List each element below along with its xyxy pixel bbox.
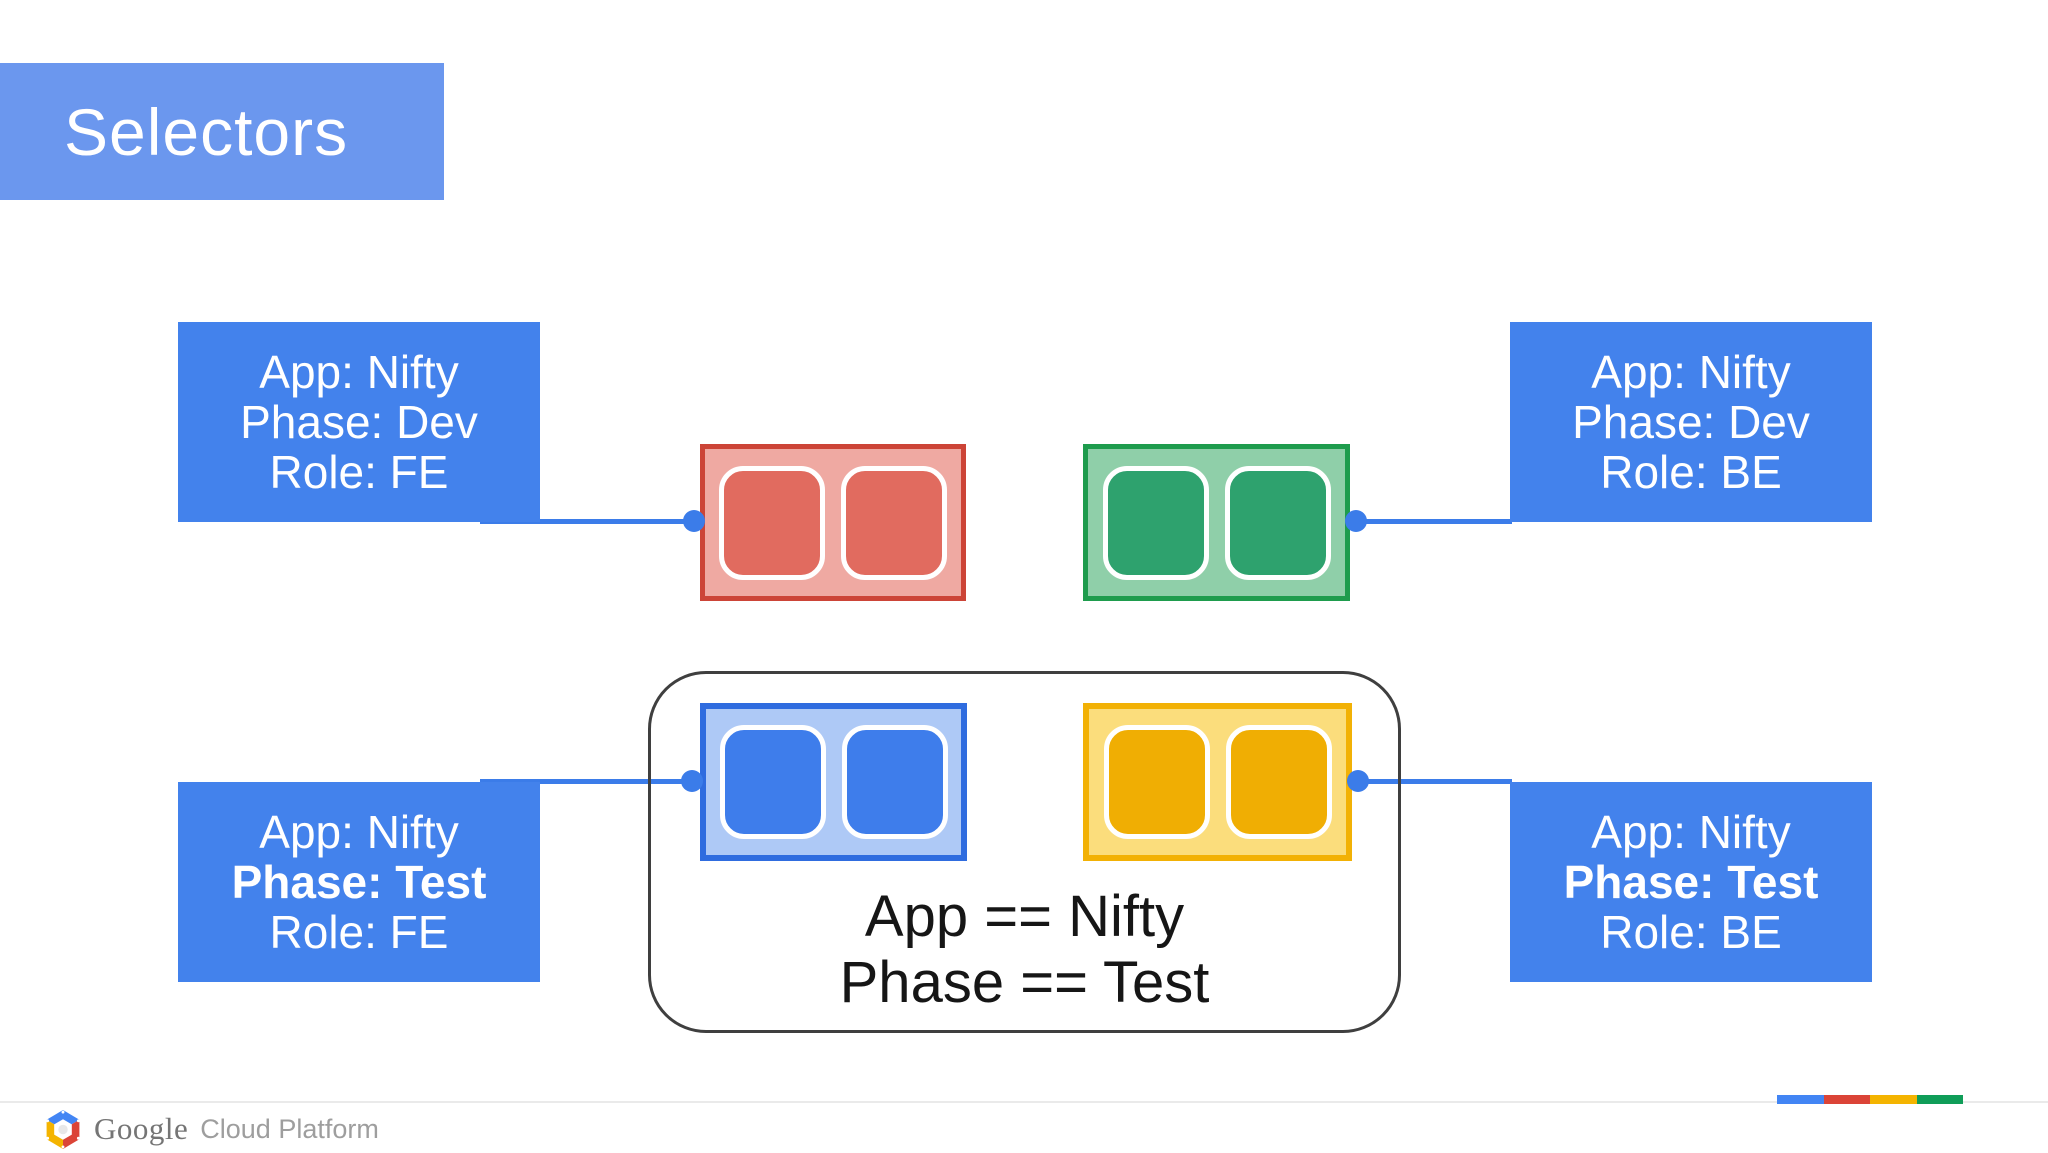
connector-dot: [681, 770, 703, 792]
label-line: Role: FE: [269, 446, 449, 498]
connector-line-test-fe: [480, 779, 693, 784]
pod-test-fe: [700, 703, 967, 861]
page-title: Selectors: [0, 63, 444, 200]
selector-expression-line: Phase == Test: [839, 950, 1210, 1015]
container-box: [1103, 725, 1210, 839]
label-line: Phase: Test: [231, 856, 487, 908]
container-box: [841, 465, 947, 580]
footer-divider: [0, 1101, 2048, 1103]
label-box-test-be: App: Nifty Phase: Test Role: BE: [1510, 782, 1872, 982]
container-box: [1225, 725, 1332, 839]
label-line: Phase: Test: [1563, 856, 1819, 908]
label-line: Role: BE: [1600, 906, 1782, 958]
selector-expression: App == Nifty Phase == Test: [648, 884, 1401, 1016]
label-line: App: Nifty: [1591, 346, 1791, 398]
connector-line-dev-fe: [480, 519, 695, 524]
connector-line-test-be: [1357, 779, 1512, 784]
container-box: [1102, 465, 1209, 580]
stripe-segment-green: [1916, 1095, 1963, 1104]
stripe-segment-blue: [1777, 1095, 1824, 1104]
google-colors-stripe: [1777, 1095, 1963, 1104]
container-box: [1224, 465, 1331, 580]
container-box: [719, 465, 825, 580]
connector-dot: [683, 510, 705, 532]
label-line: Role: FE: [269, 906, 449, 958]
label-line: App: Nifty: [1591, 806, 1791, 858]
google-cloud-platform-logo: Google Cloud Platform: [44, 1106, 379, 1152]
label-box-dev-fe: App: Nifty Phase: Dev Role: FE: [178, 322, 540, 522]
selector-group-outline: [648, 671, 1401, 1033]
google-wordmark: Google: [94, 1111, 189, 1146]
pod-dev-fe: [700, 444, 966, 601]
label-line: App: Nifty: [259, 806, 459, 858]
google-cloud-hexagon-icon: [46, 1109, 80, 1149]
label-line: Phase: Dev: [240, 396, 478, 448]
pod-test-be: [1083, 703, 1352, 861]
label-box-dev-be: App: Nifty Phase: Dev Role: BE: [1510, 322, 1872, 522]
label-box-test-fe: App: Nifty Phase: Test Role: FE: [178, 782, 540, 982]
pod-dev-be: [1083, 444, 1350, 601]
connector-line-dev-be: [1356, 519, 1512, 524]
stripe-segment-yellow: [1870, 1095, 1917, 1104]
cloud-platform-label: Cloud Platform: [200, 1113, 379, 1144]
connector-dot: [1347, 770, 1369, 792]
container-box: [841, 725, 948, 839]
label-line: App: Nifty: [259, 346, 459, 398]
stripe-segment-red: [1823, 1095, 1870, 1104]
selector-expression-line: App == Nifty: [864, 884, 1185, 949]
label-line: Role: BE: [1600, 446, 1782, 498]
container-box: [719, 725, 826, 839]
connector-dot: [1345, 510, 1367, 532]
label-line: Phase: Dev: [1572, 396, 1810, 448]
